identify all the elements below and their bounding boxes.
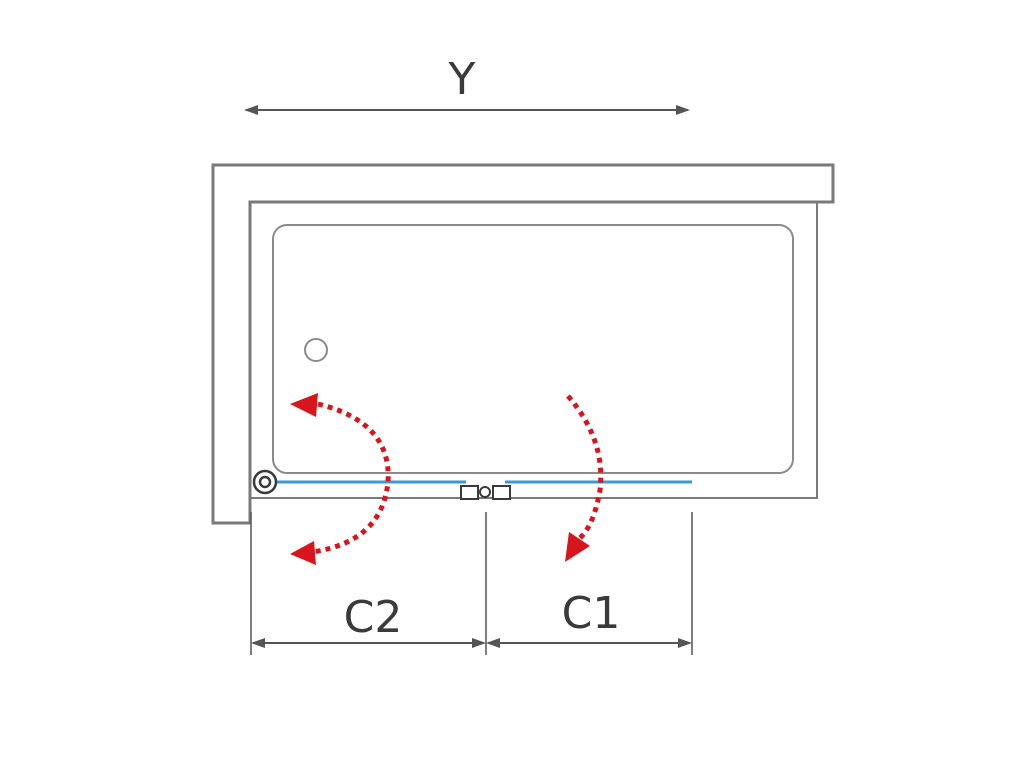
- dimension-y: Y: [244, 54, 690, 115]
- swing-arrowhead-right: [565, 532, 590, 562]
- bathtub-rim: [250, 201, 818, 499]
- hinge-icon: [252, 469, 278, 495]
- extension-lines: [250, 512, 693, 655]
- swing-arrow-left: [290, 393, 391, 565]
- drain-icon: [304, 338, 328, 362]
- swing-arrowhead-left-bottom: [290, 541, 316, 565]
- swing-arrow-right: [565, 394, 604, 562]
- bathtub-basin: [272, 224, 794, 474]
- dimension-c2: C2: [251, 592, 486, 648]
- center-hinge-icon: [460, 485, 511, 500]
- dimension-c2-label: C2: [344, 592, 403, 643]
- dimension-c1-label: C1: [562, 588, 621, 639]
- dimension-c1: C1: [486, 588, 692, 648]
- swing-arrowhead-left-top: [290, 393, 318, 417]
- dimension-y-label: Y: [448, 54, 476, 105]
